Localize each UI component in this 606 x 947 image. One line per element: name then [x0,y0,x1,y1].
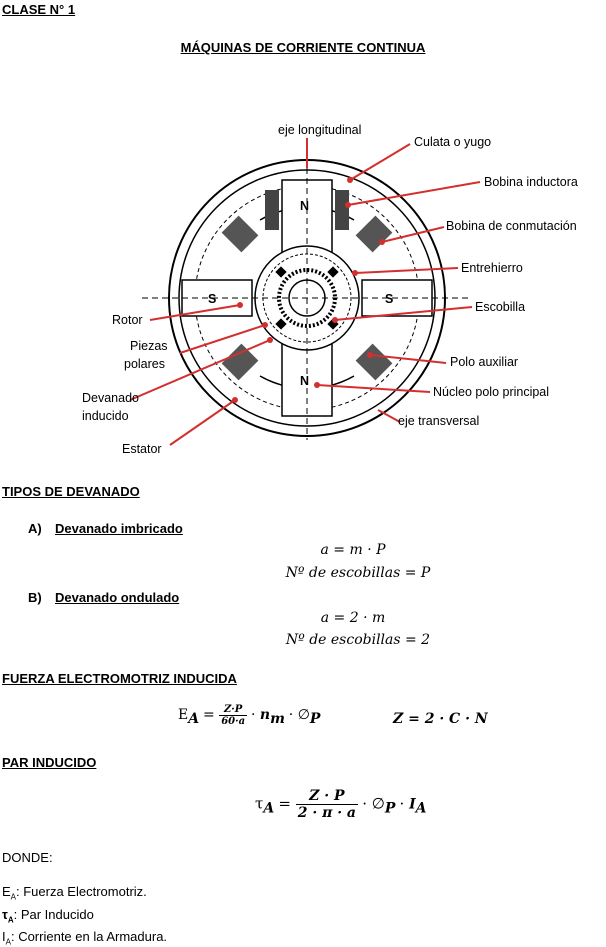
label-entrehierro: Entrehierro [461,261,523,275]
eq-escobillas-ondulado: Nº de escobillas = 2 [285,632,431,648]
brush-3 [275,318,287,330]
donde-heading: DONDE: [2,850,53,865]
label-escobilla: Escobilla [475,300,525,314]
pole-n-top: N [300,199,309,213]
label-devanado-ondulado: Devanado ondulado [55,590,180,605]
class-number: CLASE N° 1 [2,2,76,17]
section-par: PAR INDUCIDO [2,755,97,770]
donde-item-ea: EA: Fuerza Electromotriz. [2,884,147,902]
marker-a: A) [28,521,42,536]
marker-b: B) [28,590,42,605]
section-tipos-devanado: TIPOS DE DEVANADO [2,484,140,499]
label-estator: Estator [122,442,162,456]
label-devanado: Devanado [82,391,139,405]
label-culata: Culata o yugo [414,135,491,149]
label-rotor: Rotor [112,313,143,327]
label-inducido: inducido [82,409,129,423]
eq-par: τA = Z · P 2 · π · a · ∅P · IA [255,788,427,821]
brush-2 [327,266,339,278]
pole-s-left: S [208,292,216,306]
label-polo-auxiliar: Polo auxiliar [450,355,518,369]
label-polares: polares [124,357,165,371]
section-fem: FUERZA ELECTROMOTRIZ INDUCIDA [2,671,237,686]
eq-z: Z = 2 · C · N [393,711,488,727]
label-piezas: Piezas [130,339,168,353]
label-nucleo: Núcleo polo principal [433,385,549,399]
brush-1 [275,266,287,278]
label-devanado-imbricado: Devanado imbricado [55,521,183,536]
donde-item-tau: τA: Par Inducido [2,907,94,925]
label-bobina-conmutacion: Bobina de conmutación [446,219,577,233]
eq-a-imbricado: a = m · P [320,542,386,558]
pole-n-bottom: N [300,374,309,388]
dc-machine-diagram: N N S S [82,123,578,456]
pole-s-right: S [385,292,393,306]
eq-fem: EA = Z·P 60·a · nm · ∅P [178,704,321,727]
eq-escobillas-imbricado: Nº de escobillas = P [285,565,431,581]
eq-a-ondulado: a = 2 · m [320,610,386,626]
field-coil-top-right [335,190,349,230]
label-bobina-inductora: Bobina inductora [484,175,578,189]
label-eje-longitudinal: eje longitudinal [278,123,361,137]
label-eje-transversal: eje transversal [398,414,479,428]
field-coil-top-left [265,190,279,230]
donde-item-ia: IA: Corriente en la Armadura. [2,929,168,947]
page-title: MÁQUINAS DE CORRIENTE CONTINUA [180,40,426,55]
